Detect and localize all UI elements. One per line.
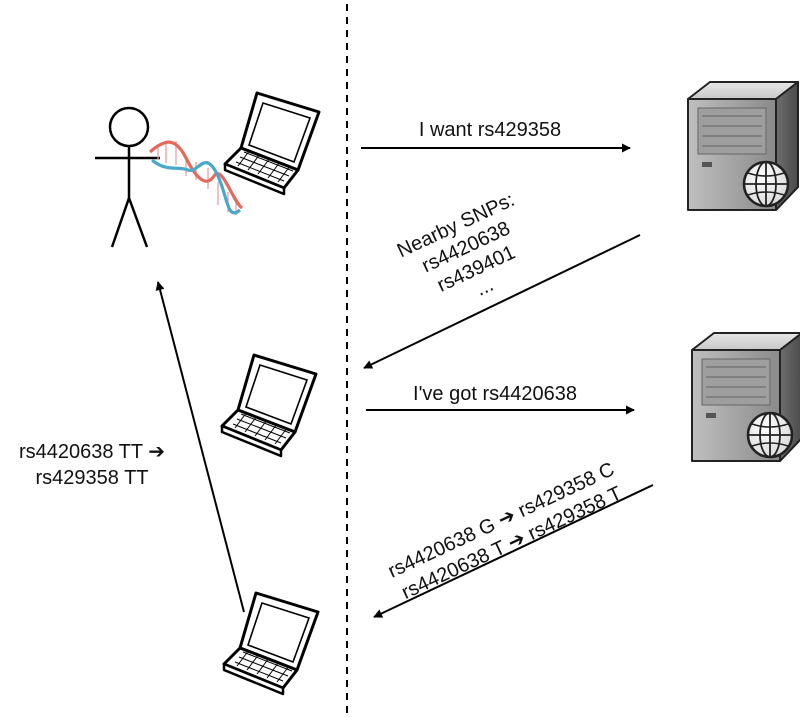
arrow-nearby <box>363 234 641 369</box>
laptop-icon-middle <box>220 353 318 458</box>
request-label: I want rs429358 <box>419 119 561 141</box>
laptop-icon-bottom <box>222 591 320 696</box>
person-icon <box>95 106 160 248</box>
laptop-icon-top <box>223 91 321 196</box>
arrow-inference <box>155 281 245 613</box>
inference-line-1: rs4420638 TT ➔ <box>19 441 165 463</box>
dna-icon <box>148 140 244 215</box>
arrow-rules <box>373 484 654 618</box>
server-icon-bottom <box>690 331 800 463</box>
server-icon-top <box>686 80 800 212</box>
inference-line-2: rs429358 TT <box>35 467 148 489</box>
got-label: I've got rs4420638 <box>413 383 577 405</box>
